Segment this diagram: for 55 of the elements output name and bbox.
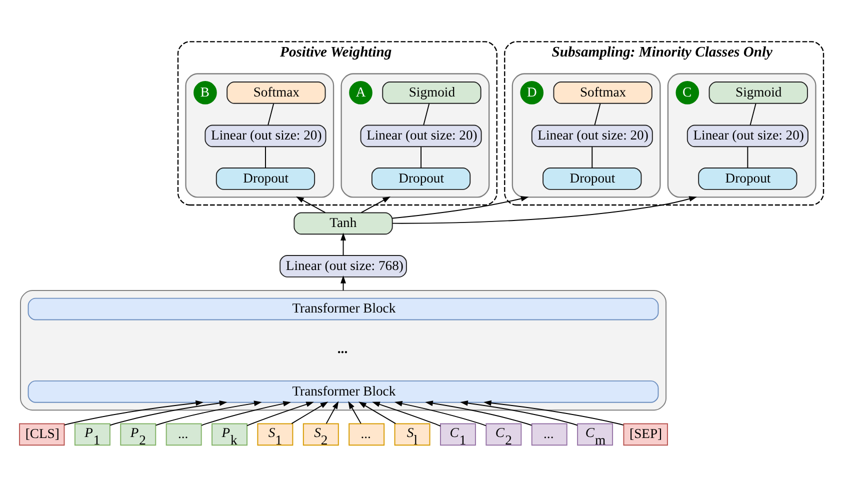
node-box: Softmax: [226, 82, 326, 104]
connector: [592, 146, 593, 168]
connector: [420, 146, 422, 168]
connector: [265, 146, 266, 168]
arrow: [340, 232, 346, 256]
node-box: ...: [166, 423, 202, 446]
node-box: ...: [348, 423, 385, 446]
node-box: Linear (out size: 20): [686, 124, 808, 148]
node-box: Linear (out size: 20): [204, 124, 326, 148]
node-box: Sigmoid: [382, 82, 482, 104]
node-box: Dropout: [542, 168, 642, 190]
connector: [747, 146, 748, 168]
cluster: [667, 73, 816, 198]
cluster: [185, 73, 334, 198]
arrow: [392, 196, 697, 224]
connector: [423, 103, 430, 126]
node-circle: B: [194, 81, 217, 104]
node-box: Softmax: [553, 82, 652, 104]
node-box: Transformer Block: [28, 298, 659, 320]
node-circle: C: [676, 81, 700, 104]
arrow: [358, 402, 396, 424]
arrow: [326, 401, 339, 424]
arrow: [110, 400, 228, 426]
node-circle: A: [349, 81, 372, 104]
arrow: [394, 400, 486, 426]
arrow: [296, 196, 326, 214]
cluster: [512, 73, 661, 198]
node-box: Sigmoid: [708, 82, 808, 104]
node-box: Transformer Block: [28, 380, 659, 403]
node-box: Linear (out size: 768): [280, 255, 407, 278]
connector: [750, 103, 756, 126]
node-box: Linear (out size: 20): [531, 124, 653, 148]
node-box: ...: [531, 423, 568, 446]
connector: [594, 103, 601, 126]
arrow: [392, 196, 529, 219]
label: ...: [337, 340, 348, 356]
connector: [268, 103, 274, 126]
node-box: Linear (out size: 20): [360, 124, 482, 148]
arrow: [348, 401, 362, 424]
node-box: Dropout: [216, 168, 316, 190]
node-box: [SEP]: [623, 423, 668, 446]
arrow: [425, 400, 532, 426]
arrow: [246, 402, 314, 426]
arrow: [360, 196, 390, 214]
node-circle: D: [520, 81, 544, 104]
node-box: Tanh: [294, 212, 393, 235]
node-box: Dropout: [698, 168, 798, 190]
arrow: [460, 400, 578, 426]
node-box: Dropout: [371, 168, 471, 190]
node-box: [CLS]: [19, 423, 65, 446]
arrow: [201, 401, 292, 426]
arrow: [372, 402, 441, 426]
arrow: [155, 400, 262, 426]
arrow: [291, 402, 328, 424]
cluster: [340, 73, 490, 198]
